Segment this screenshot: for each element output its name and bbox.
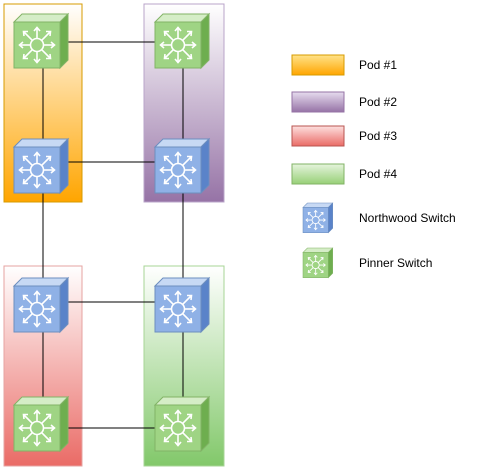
pod4-pinner-switch-icon[interactable]	[154, 396, 210, 452]
legend-pod2-swatch	[291, 91, 345, 113]
pod2-pinner-switch-icon[interactable]	[154, 13, 210, 69]
legend-pod4-label: Pod #4	[359, 167, 397, 181]
pod1-pinner-switch-icon[interactable]	[13, 13, 69, 69]
legend-pod1-swatch	[291, 54, 345, 76]
pod4-northwood-switch-icon[interactable]	[154, 277, 210, 333]
pod1-northwood-switch-icon[interactable]	[13, 138, 69, 194]
legend-northwood-label: Northwood Switch	[359, 211, 456, 225]
legend-pod4-swatch	[291, 163, 345, 185]
legend: Pod #1 Pod #2 Pod #3 Pod #4 Northwood Sw…	[291, 54, 456, 279]
pod3-northwood-switch-icon[interactable]	[13, 277, 69, 333]
pinner-switch-icon	[302, 247, 334, 279]
legend-pod1-label: Pod #1	[359, 58, 397, 72]
legend-pinner-label: Pinner Switch	[359, 256, 432, 270]
legend-pod2-label: Pod #2	[359, 95, 397, 109]
links	[42, 41, 184, 429]
northwood-switch-icon	[302, 202, 334, 234]
pod3-pinner-switch-icon[interactable]	[13, 396, 69, 452]
pod2-northwood-switch-icon[interactable]	[154, 138, 210, 194]
legend-pod3-swatch	[291, 125, 345, 147]
legend-pod3-label: Pod #3	[359, 129, 397, 143]
